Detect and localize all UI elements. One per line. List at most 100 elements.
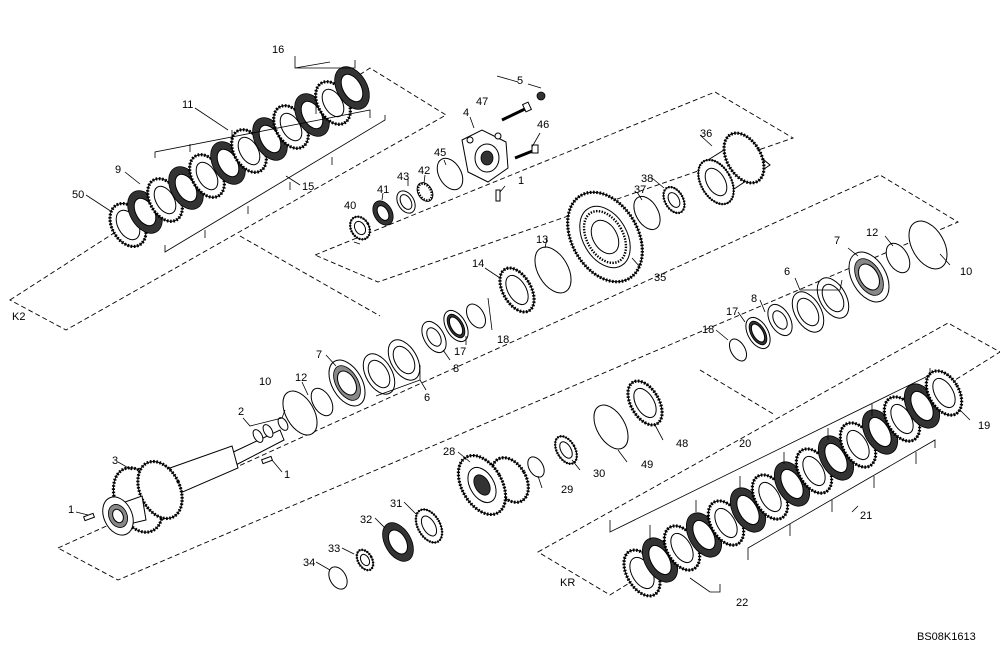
ring-45 <box>436 157 464 191</box>
figure-code: BS08K1613 <box>917 631 976 643</box>
callout-29: 29 <box>561 484 573 496</box>
bracket-15 <box>164 115 386 253</box>
callout-34: 34 <box>303 557 315 569</box>
callout-3: 3 <box>112 455 118 467</box>
leader-50 <box>85 194 113 213</box>
callout-5: 5 <box>517 75 523 87</box>
ring-37 <box>633 195 661 231</box>
callout-38: 38 <box>641 173 653 185</box>
callout-10-lower: 10 <box>259 376 271 388</box>
callout-6-lower: 6 <box>424 392 430 404</box>
ring-12-lower <box>310 387 334 417</box>
callout-40: 40 <box>344 200 356 212</box>
callout-43: 43 <box>397 171 409 183</box>
nut-33 <box>355 548 375 572</box>
callout-8-right: 8 <box>751 293 757 305</box>
bracket-20 <box>609 368 931 540</box>
callout-12-lower: 12 <box>295 372 307 384</box>
callout-36: 36 <box>700 128 712 140</box>
group-label-kr: KR <box>560 577 575 589</box>
callout-45: 45 <box>434 147 446 159</box>
snap-ring-13 <box>534 246 572 294</box>
ring-18-right <box>728 338 748 362</box>
callout-16: 16 <box>272 44 284 56</box>
leader-15 <box>285 175 301 186</box>
pin-1-upper <box>495 189 501 202</box>
callout-33: 33 <box>328 543 340 555</box>
callout-7-lower: 7 <box>316 349 322 361</box>
callout-14: 14 <box>472 258 484 270</box>
bearing-32 <box>382 522 414 562</box>
ring-12-right <box>885 242 911 274</box>
disc-17-upper <box>443 309 469 343</box>
bearing-40 <box>348 215 372 241</box>
disc-17-right <box>745 316 771 350</box>
ring-29 <box>527 456 545 478</box>
gear-36 <box>697 131 771 206</box>
main-shaft-group-outline <box>56 174 959 581</box>
callout-12-right: 12 <box>866 227 878 239</box>
bracket-16 <box>294 56 356 69</box>
callout-18-right: 18 <box>702 324 714 336</box>
bracket-22 <box>689 577 721 593</box>
group-label-k2: K2 <box>12 311 25 323</box>
callout-41: 41 <box>377 184 389 196</box>
callout-1-upper: 1 <box>518 175 524 187</box>
input-shaft-3 <box>102 429 285 536</box>
callout-15: 15 <box>302 181 314 193</box>
bracket-11 <box>154 106 371 158</box>
callout-1-left: 1 <box>68 504 74 516</box>
ring-10-right <box>908 220 948 270</box>
callout-35: 35 <box>654 272 666 284</box>
bearing-38 <box>662 185 686 215</box>
callout-18-upper: 18 <box>497 334 509 346</box>
callout-47: 47 <box>476 96 488 108</box>
nut-5 <box>536 91 546 101</box>
callout-31: 31 <box>390 498 402 510</box>
ring-10-lower <box>282 390 318 436</box>
callout-46: 46 <box>537 119 549 131</box>
callout-2: 2 <box>238 406 244 418</box>
callout-10-right: 10 <box>960 266 972 278</box>
bearing-41 <box>372 200 394 226</box>
ring-43 <box>396 190 416 214</box>
bearing-31 <box>414 508 444 544</box>
disc-8-upper <box>421 320 447 354</box>
bearing-30 <box>553 435 579 465</box>
cap-34 <box>328 566 348 590</box>
callout-11: 11 <box>182 99 193 111</box>
callout-48: 48 <box>676 438 688 450</box>
callout-17-upper: 17 <box>454 346 466 358</box>
rings-2 <box>252 417 289 443</box>
leader-19 <box>959 409 971 421</box>
callout-30: 30 <box>593 468 605 480</box>
ring-42 <box>416 182 434 202</box>
callout-20: 20 <box>739 438 751 450</box>
gear-28 <box>456 453 530 517</box>
callout-21: 21 <box>860 510 872 522</box>
piston-6b <box>362 353 396 395</box>
ring-7-right <box>848 251 890 303</box>
snap-ring-49 <box>593 404 629 450</box>
ring-7-lower <box>328 359 366 407</box>
callout-6-right: 6 <box>784 266 790 278</box>
k2-link-outline <box>239 235 381 317</box>
piston-6a <box>387 339 421 381</box>
callout-9: 9 <box>115 164 121 176</box>
gear-14 <box>498 266 536 314</box>
callout-32: 32 <box>360 514 372 526</box>
callout-7-right: 7 <box>834 235 840 247</box>
callout-42: 42 <box>418 165 430 177</box>
disc-8-right <box>767 303 793 337</box>
leader-9 <box>124 171 141 185</box>
piston-6c <box>816 277 850 319</box>
callout-8-upper: 8 <box>453 363 459 375</box>
bolt-46 <box>514 144 539 160</box>
kr-link-outline <box>699 369 776 416</box>
callout-13: 13 <box>536 234 548 246</box>
gear-48 <box>626 379 664 427</box>
callout-22: 22 <box>736 597 748 609</box>
shaft-leaders <box>75 409 286 516</box>
bracket-6-lower <box>375 365 427 397</box>
